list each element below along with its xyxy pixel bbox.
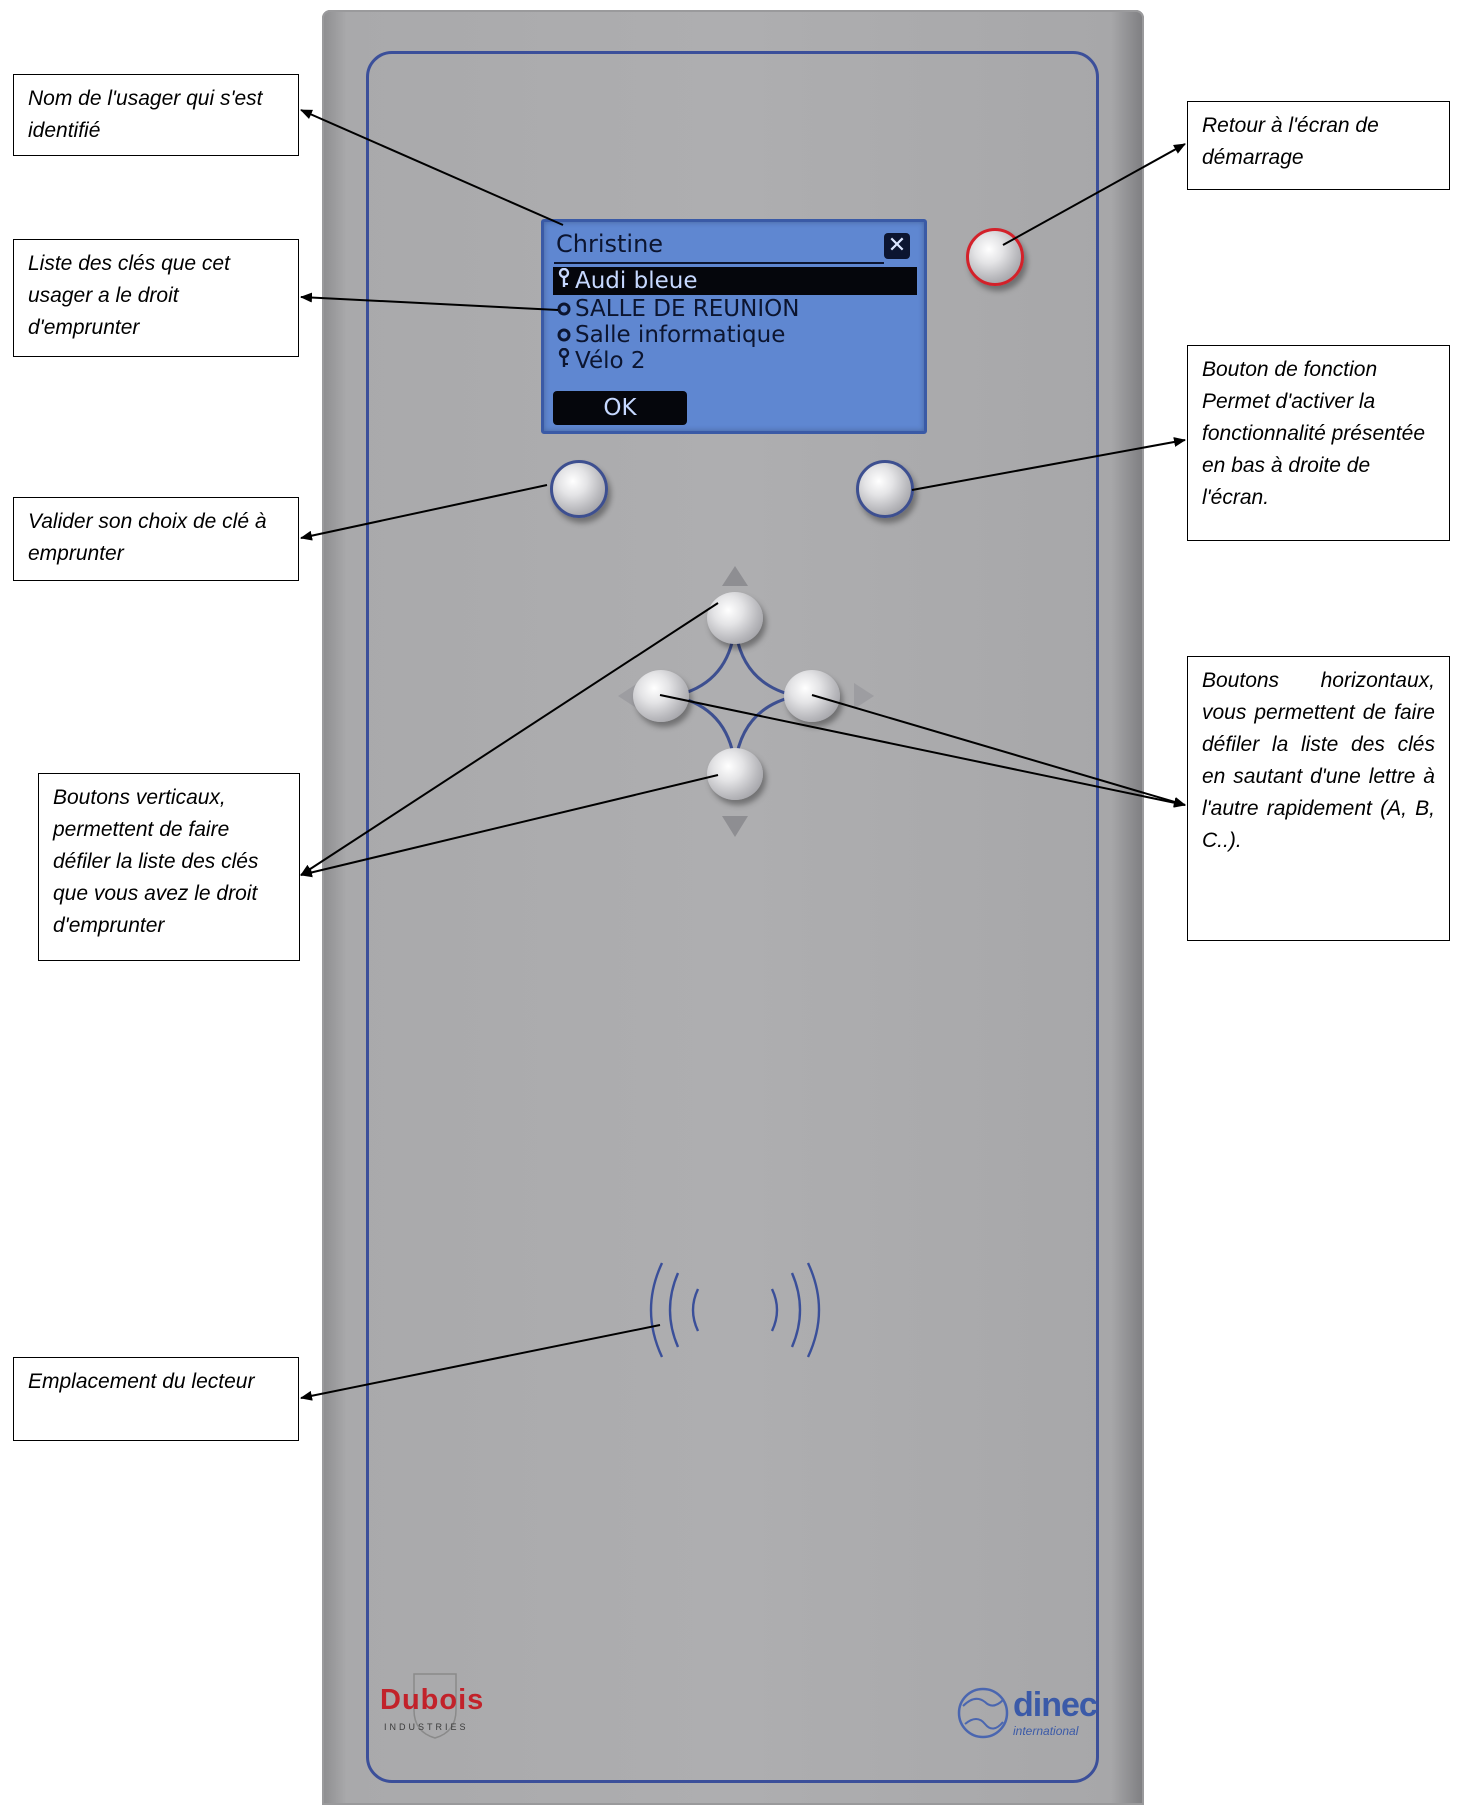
callout-function-button: Bouton de fonction Permet d'activer la f… <box>1187 345 1450 541</box>
down-button[interactable] <box>707 748 763 800</box>
key-list-item[interactable]: SALLE DE REUNION <box>553 295 917 323</box>
key-icon <box>553 267 575 297</box>
dinec-logo-subtext: international <box>1013 1724 1079 1738</box>
room-icon <box>553 297 575 325</box>
user-name: Christine <box>556 230 664 258</box>
dubois-logo-text: Dubois <box>380 1684 485 1716</box>
key-list-label: SALLE DE REUNION <box>575 296 800 322</box>
panel-frame <box>366 51 1099 1783</box>
key-list-item[interactable]: Vélo 2 <box>553 347 917 375</box>
key-icon <box>553 347 575 377</box>
key-list-item[interactable]: Salle informatique <box>553 321 917 349</box>
shield-icon <box>413 1673 457 1739</box>
callout-validate: Valider son choix de clé à emprunter <box>13 497 299 581</box>
down-arrow-icon <box>722 816 748 837</box>
key-list-label: Vélo 2 <box>575 348 646 374</box>
title-divider <box>554 262 884 264</box>
callout-key-list: Liste des clés que cet usager a le droit… <box>13 239 299 357</box>
dinec-logo-text: dinec <box>1013 1686 1098 1724</box>
room-icon <box>553 323 575 351</box>
key-list-label: Audi bleue <box>575 268 698 294</box>
reader-icon <box>649 1262 821 1358</box>
validate-button[interactable] <box>550 460 608 518</box>
callout-vertical-buttons: Boutons verticaux, permettent de faire d… <box>38 773 300 961</box>
callout-horizontal-buttons: Boutons horizontaux, vous permettent de … <box>1187 656 1450 941</box>
key-list-label: Salle informatique <box>575 322 786 348</box>
up-arrow-icon <box>722 566 748 586</box>
callout-user-name: Nom de l'usager qui s'est identifié <box>13 74 299 156</box>
callout-home: Retour à l'écran de démarrage <box>1187 101 1450 190</box>
key-list-item[interactable]: Audi bleue <box>553 267 917 295</box>
right-arrow-icon <box>854 683 874 709</box>
ok-button[interactable]: OK <box>553 391 687 425</box>
globe-icon <box>957 1687 1009 1739</box>
dinec-logo: dinec international <box>955 1680 1098 1750</box>
lcd-screen: Christine ✕ Audi bleue SALLE DE REUNION … <box>541 219 927 434</box>
up-button[interactable] <box>707 592 763 644</box>
close-icon[interactable]: ✕ <box>884 233 910 259</box>
dubois-logo: Dubois INDUSTRIES <box>378 1670 488 1740</box>
callout-reader: Emplacement du lecteur <box>13 1357 299 1441</box>
dubois-logo-subtext: INDUSTRIES <box>384 1722 469 1732</box>
